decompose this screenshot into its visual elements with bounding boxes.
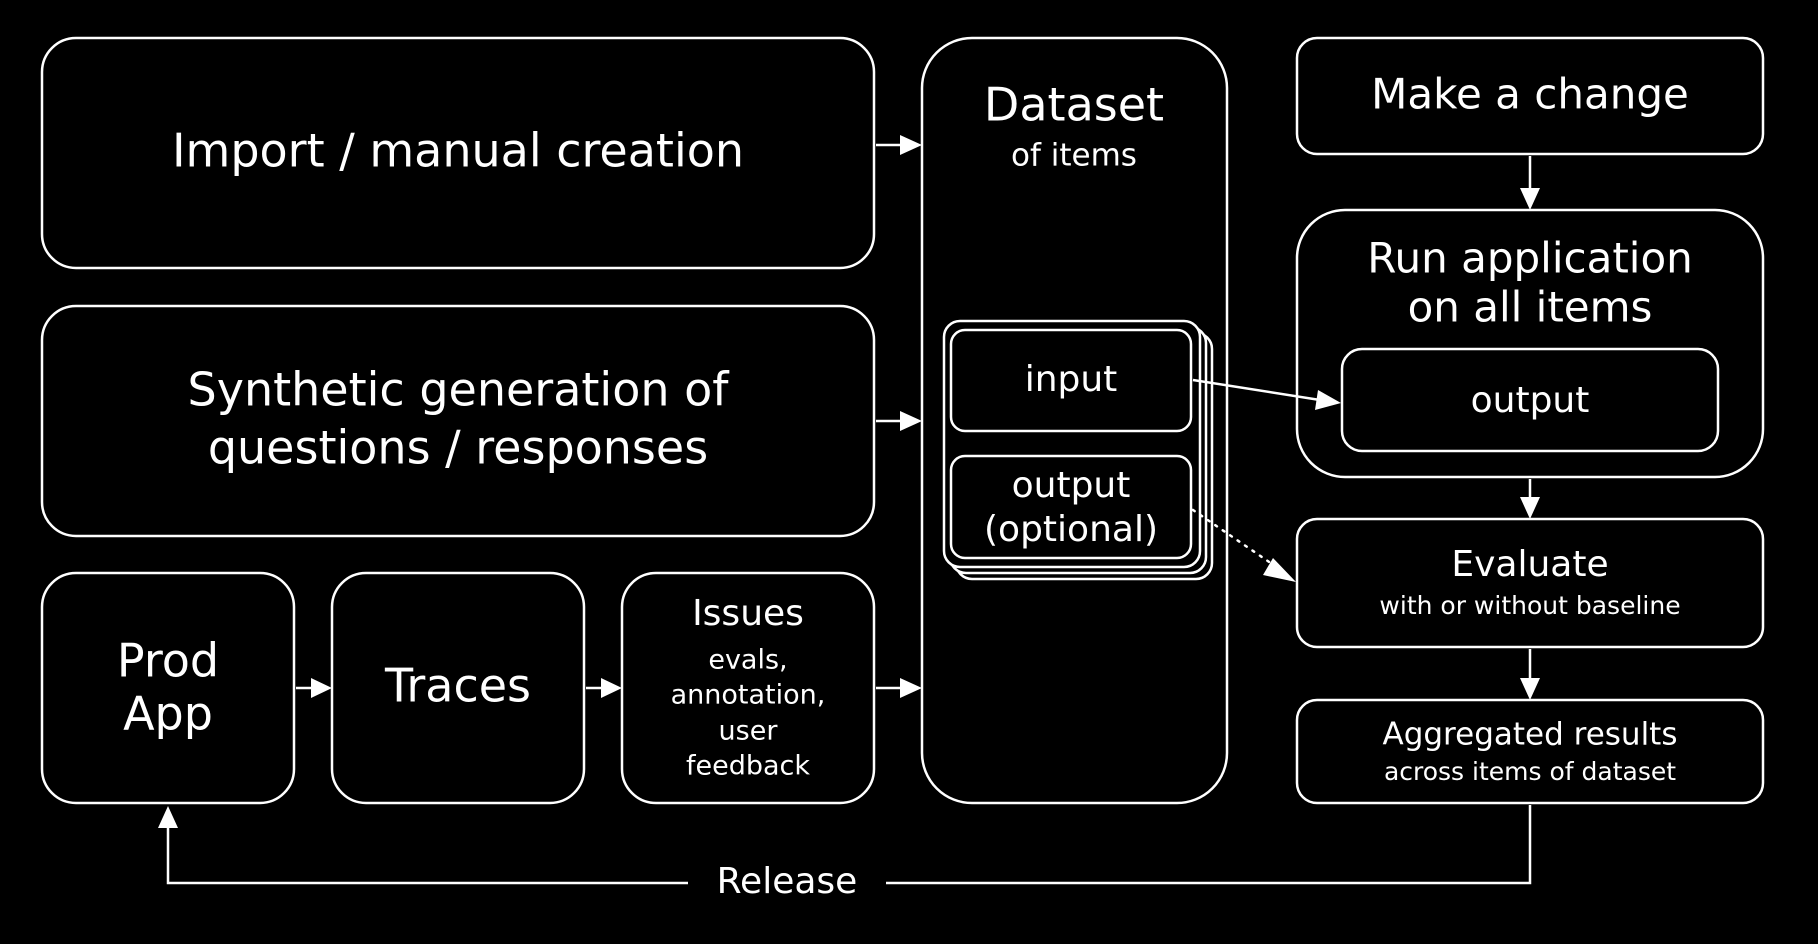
import-box [40,36,876,270]
dataset-output-label-line2: (optional) [984,509,1158,550]
arrowhead-prod [311,678,332,698]
run-output-label: output [1471,380,1590,421]
arrowhead-release [158,806,178,828]
arrowhead-synthetic [900,411,922,431]
issues-title: Issues [692,593,804,634]
run-label-line1: Run application [1367,234,1693,283]
release-label: Release [717,861,858,902]
issues-sub-line4: feedback [686,751,810,782]
arrowhead-change [1520,188,1540,210]
issues-sub-line1: evals, [708,645,787,676]
aggregated-subtitle: across items of dataset [1384,757,1676,786]
prod-app-label-line1: Prod [117,634,219,688]
issues-sub-line2: annotation, [671,680,826,711]
run-output-field [1340,347,1720,453]
dataset-input-field [949,328,1193,433]
synthetic-label-line1: Synthetic generation of [188,363,731,417]
arrowhead-import [900,135,922,155]
dataset-title: Dataset [984,78,1164,132]
evaluate-title: Evaluate [1451,544,1608,585]
dataset-output-label-line1: output [1012,465,1131,506]
arrowhead-traces [601,678,622,698]
arrowhead-issues [900,678,922,698]
dataset-input-label: input [1025,359,1118,400]
arrowhead-evaluate [1520,678,1540,700]
make-change-box [1295,36,1765,156]
traces-label: Traces [384,659,531,713]
aggregated-title: Aggregated results [1383,717,1678,753]
release-line-left [166,828,688,885]
prod-app-label-line2: App [123,687,213,741]
synthetic-generation-box [40,304,876,538]
arrowhead-dotted-output [1263,558,1296,582]
run-label-line2: on all items [1408,283,1653,332]
arrow-input-to-run-output [1192,378,1321,402]
dataset-output-field [949,454,1193,560]
prod-app-box [40,571,296,805]
synthetic-label-line2: questions / responses [208,421,708,475]
issues-sub-line3: user [719,716,779,747]
release-line-right [886,805,1532,885]
dotted-arrow-output-to-evaluate [1191,508,1280,570]
dataset-subtitle: of items [1011,138,1137,174]
evaluate-subtitle: with or without baseline [1379,591,1680,620]
make-change-label: Make a change [1371,70,1689,119]
arrowhead-input [1315,390,1341,410]
aggregated-results-box [1295,698,1765,805]
arrowhead-run [1520,497,1540,519]
evaluate-box [1295,517,1765,649]
import-label: Import / manual creation [172,124,744,178]
